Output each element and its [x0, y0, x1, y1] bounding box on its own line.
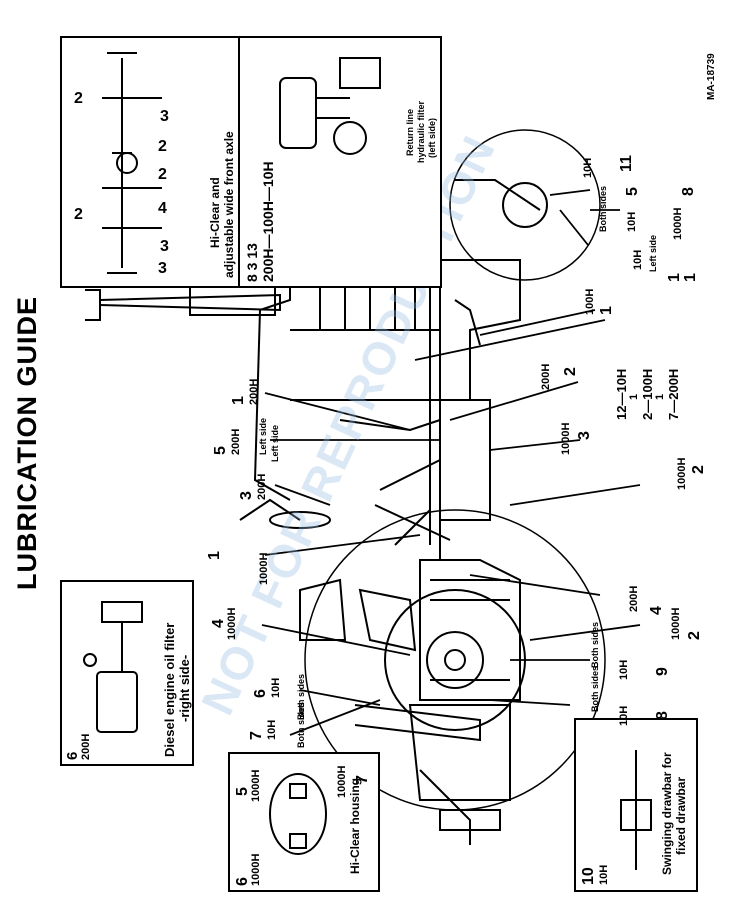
hydraulic-caption-3: (left side) [427, 117, 437, 158]
callout-hours: 1000H [670, 607, 682, 640]
callout-hours: 200H [230, 428, 242, 455]
callout-hours: 10H [618, 705, 630, 726]
callout-hours: 10H [618, 659, 630, 680]
axle-label: 2 [158, 166, 167, 183]
oil-filter-num: 6 [64, 751, 81, 760]
drawbar-num: 10 [580, 867, 597, 885]
callout-note: Both sides [598, 185, 608, 232]
callout-hours: 1000H [676, 457, 688, 490]
callout-hours: 200H [256, 473, 268, 500]
stack-line: 7—200H [666, 368, 681, 420]
front-axle-drawing [102, 52, 162, 274]
callout-num: 2 [562, 367, 579, 376]
oil-filter-hours: 200H [80, 733, 92, 760]
callout-hours: 200H [628, 585, 640, 612]
callout-num: 8 [680, 187, 697, 196]
housing-hours-5: 1000H [250, 769, 262, 802]
hi-clear-housing-caption: Hi-Clear housing [348, 777, 362, 874]
front-axle-caption-1: Hi-Clear and [208, 177, 222, 248]
stack-line: 1 [654, 393, 666, 400]
callout-hours: 1000H [226, 607, 238, 640]
axle-label: 2 [74, 90, 83, 107]
hi-clear-housing-drawing [269, 773, 327, 855]
callout-num: 1 [682, 273, 699, 282]
callout-num: 3 [576, 431, 593, 440]
housing-num-7: 7 [354, 775, 371, 784]
axle-label: 4 [158, 200, 167, 217]
callout-hours: 1000H [258, 552, 270, 585]
callout-hours: 1000H [560, 422, 572, 455]
callout-num: 1 [598, 306, 615, 315]
drawbar-hours: 10H [598, 864, 610, 885]
callout-hours: 200H [540, 363, 552, 390]
drawbar-caption-2: fixed drawbar [674, 776, 688, 855]
callout-hours: 10H [626, 211, 638, 232]
callout-note: Left side [648, 234, 658, 272]
callout-hours: 1000H [672, 207, 684, 240]
axle-label: 2 [74, 206, 83, 223]
callout-num: 1 [230, 396, 247, 405]
callout-num: 7 [248, 731, 265, 740]
callout-num: 2 [686, 631, 703, 640]
axle-label: 3 [160, 108, 169, 125]
hydraulic-caption-1: Return line [405, 108, 415, 156]
callout-hours: 10H [266, 719, 278, 740]
callout-num: 4 [648, 606, 665, 615]
hydraulic-summary-1: 8 3 13 [244, 243, 260, 282]
hydraulic-filter-drawing [279, 57, 381, 155]
hi-clear-housing-inset: Hi-Clear housing 5 1000H 6 1000H 7 1000H [228, 752, 380, 892]
stack-line: 1 [628, 393, 640, 400]
front-axle-caption-2: adjustable wide front axle [222, 131, 236, 278]
stack-line: 12—10H [614, 368, 629, 420]
hydraulic-filter-inset: Return line hydraulic filter (left side)… [238, 36, 442, 288]
page-title: LUBRICATION GUIDE [12, 296, 42, 590]
callout-hours: 200H [248, 378, 260, 405]
front-axle-inset: Hi-Clear and adjustable wide front axle … [60, 36, 242, 288]
callout-num: 2 [690, 465, 707, 474]
callout-num: 11 [618, 155, 635, 172]
callout-hours: 10H [270, 677, 282, 698]
stack-line: 2—100H [640, 368, 655, 420]
hydraulic-caption-2: hydraulic filter [416, 100, 426, 163]
housing-hours-6: 1000H [250, 853, 262, 886]
callout-hours: 10H [632, 249, 644, 270]
drawbar-inset: Swinging drawbar for fixed drawbar 10 10… [574, 718, 698, 892]
callout-hours: 10H [582, 157, 594, 178]
drawbar-caption-1: Swinging drawbar for [660, 752, 674, 875]
callout-num: 1 [206, 551, 223, 560]
oil-filter-caption-2: -right side- [177, 654, 192, 722]
hydraulic-summary-2: 200H—100H—10H [260, 161, 276, 282]
callout-note: Left side [270, 424, 280, 462]
callout-note: Both sides [590, 621, 600, 668]
oil-filter-inset: Diesel engine oil filter -right side- 6 … [60, 580, 194, 766]
callout-hours: 100H [584, 288, 596, 315]
callout-num: 9 [654, 667, 671, 676]
callout-note: Both sides [296, 701, 306, 748]
oil-filter-drawing [83, 601, 143, 733]
figure-id: MA-18739 [706, 53, 717, 100]
callout-num: 6 [252, 689, 269, 698]
callout-num: 5 [212, 446, 229, 455]
oil-filter-caption-1: Diesel engine oil filter [162, 622, 177, 757]
callout-num: 8 [654, 711, 671, 720]
callout-num: 3 [238, 491, 255, 500]
callout-note: Both sides [590, 665, 600, 712]
axle-label: 3 [160, 238, 169, 255]
axle-label: 3 [158, 260, 167, 277]
drawbar-drawing [620, 750, 652, 870]
axle-label: 2 [158, 138, 167, 155]
housing-hours-7: 1000H [336, 765, 348, 798]
callout-num: 5 [624, 187, 641, 196]
callout-note: Left side [258, 417, 268, 455]
